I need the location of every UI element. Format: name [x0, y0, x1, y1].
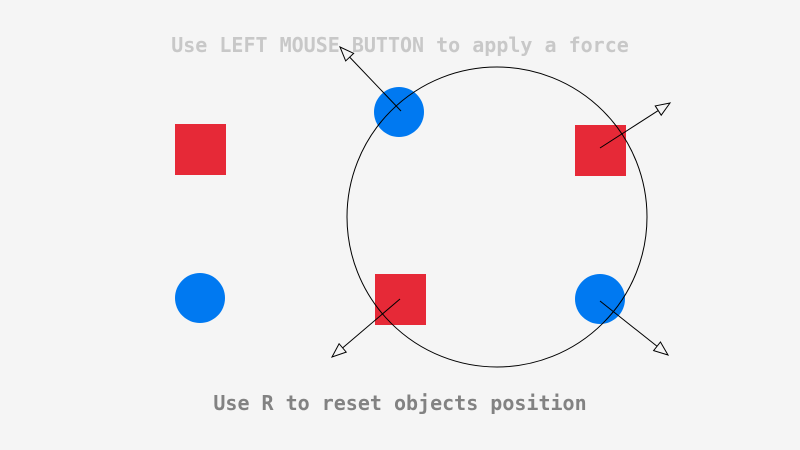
red-square-bottom-center-body[interactable] [375, 274, 426, 325]
force-arrow-top-left-head [339, 46, 355, 62]
red-square-left-body[interactable] [175, 124, 226, 175]
red-square-right-body[interactable] [575, 125, 626, 176]
blue-circle-bottom-right-body[interactable] [575, 274, 625, 324]
force-arrow-bottom-left-shaft [342, 298, 401, 349]
boundary-circle-outline [346, 66, 648, 368]
force-arrow-bottom-left-head [330, 342, 348, 358]
force-arrow-bottom-right-head [652, 341, 670, 356]
blue-circle-top-body[interactable] [374, 87, 424, 137]
blue-circle-bottom-left-body[interactable] [175, 273, 225, 323]
force-arrow-bottom-right-shaft [599, 300, 658, 347]
force-arrow-top-left-shaft [349, 56, 402, 112]
force-arrow-top-right-shaft [599, 110, 659, 149]
force-arrow-top-right-head [654, 102, 672, 117]
